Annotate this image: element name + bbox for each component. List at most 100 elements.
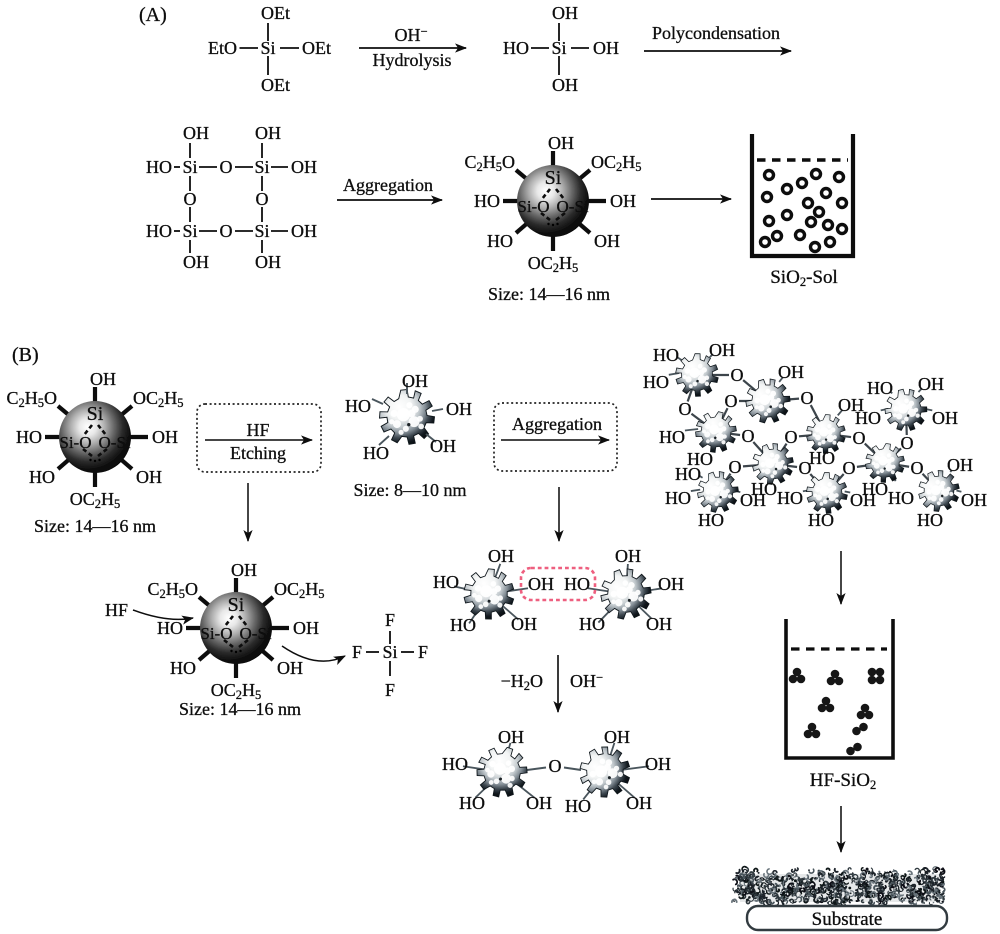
svg-text:OH: OH (136, 467, 162, 487)
svg-text:OH: OH (850, 490, 876, 510)
svg-text:OH: OH (838, 395, 864, 415)
svg-text:O: O (911, 458, 924, 478)
svg-text:HO: HO (643, 372, 669, 392)
svg-text:HO: HO (442, 754, 468, 774)
svg-text:HO: HO (659, 427, 685, 447)
svg-text:OH: OH (90, 369, 116, 389)
svg-text:OH: OH (932, 408, 958, 428)
svg-text:Substrate: Substrate (812, 909, 883, 930)
svg-text:OH: OH (918, 374, 944, 394)
svg-text:Size: 14—16 nm: Size: 14—16 nm (179, 699, 301, 719)
svg-text:HO: HO (888, 488, 914, 508)
svg-text:OH: OH (430, 436, 456, 456)
svg-text:HO: HO (867, 378, 893, 398)
svg-text:O: O (799, 458, 812, 478)
svg-text:OH: OH (548, 133, 574, 153)
svg-text:HO: HO (474, 191, 500, 211)
svg-text:HO: HO (809, 448, 835, 468)
svg-text:OH−: OH− (394, 25, 427, 46)
svg-text:Size: 14—16 nm: Size: 14—16 nm (488, 284, 610, 304)
svg-text:OH: OH (604, 727, 630, 747)
svg-text:Size: 8—10 nm: Size: 8—10 nm (354, 480, 467, 500)
svg-text:HO: HO (862, 479, 888, 499)
svg-text:HO: HO (675, 464, 701, 484)
svg-text:O: O (853, 428, 866, 448)
svg-text:C2​H5​O: C2​H5​O (6, 388, 57, 410)
svg-text:OH: OH (658, 574, 684, 594)
svg-text:OC2​H5​: OC2​H5​ (70, 489, 121, 511)
svg-text:HO: HO (450, 615, 476, 635)
svg-text:C2​H5​O: C2​H5​O (464, 152, 515, 174)
svg-text:OH: OH (528, 574, 554, 594)
svg-text:HO: HO (917, 510, 943, 530)
svg-text:O: O (220, 157, 233, 177)
svg-text:Si: Si (260, 38, 275, 58)
svg-text:Si: Si (551, 38, 566, 58)
svg-text:F: F (352, 642, 362, 662)
svg-text:HO: HO (808, 510, 834, 530)
svg-text:Si: Si (254, 221, 269, 241)
svg-text:HO: HO (433, 572, 459, 592)
svg-text:Si: Si (182, 157, 197, 177)
svg-text:SiO2​-Sol: SiO2​-Sol (770, 267, 838, 289)
svg-text:Aggregation: Aggregation (343, 175, 433, 195)
svg-text:OH: OH (488, 546, 514, 566)
svg-text:OC2​H5​: OC2​H5​ (591, 152, 642, 174)
svg-text:HO: HO (170, 658, 196, 678)
svg-text:O: O (184, 189, 197, 209)
svg-text:O: O (220, 221, 233, 241)
svg-text:O: O (785, 427, 798, 447)
svg-text:OH−: OH− (570, 671, 603, 692)
svg-text:OH: OH (183, 252, 209, 272)
svg-text:HF-SiO2​: HF-SiO2​ (810, 770, 876, 792)
svg-text:Aggregation: Aggregation (512, 414, 602, 434)
svg-text:HO: HO (751, 479, 777, 499)
svg-text:OH: OH (255, 252, 281, 272)
svg-text:OEt: OEt (302, 38, 331, 58)
svg-text:HO: HO (487, 231, 513, 251)
svg-text:OH: OH (552, 3, 578, 23)
svg-text:OH: OH (526, 793, 552, 813)
svg-text:OH: OH (552, 75, 578, 95)
svg-text:HO: HO (29, 467, 55, 487)
svg-text:EtO: EtO (208, 38, 237, 58)
svg-text:OH: OH (709, 340, 735, 360)
svg-text:OH: OH (511, 614, 537, 634)
svg-text:OH: OH (255, 123, 281, 143)
svg-text:OH: OH (593, 38, 619, 58)
svg-text:OH: OH (231, 560, 257, 580)
svg-text:−H2​O: −H2​O (501, 671, 543, 693)
svg-text:HO: HO (363, 443, 389, 463)
svg-text:F: F (418, 642, 428, 662)
svg-text:F: F (385, 610, 395, 630)
svg-text:F: F (385, 680, 395, 700)
svg-text:O: O (729, 457, 742, 477)
svg-text:OH: OH (961, 490, 987, 510)
svg-text:OEt: OEt (261, 75, 290, 95)
svg-text:HO: HO (16, 427, 42, 447)
svg-text:HO: HO (653, 345, 679, 365)
svg-text:(B): (B) (12, 344, 39, 366)
svg-text:OH: OH (293, 618, 319, 638)
svg-text:OH: OH (291, 157, 317, 177)
svg-text:HO: HO (777, 488, 803, 508)
svg-text:HO: HO (146, 221, 172, 241)
svg-text:Si: Si (182, 221, 197, 241)
svg-text:OH: OH (277, 658, 303, 678)
svg-text:HO: HO (565, 796, 591, 816)
svg-text:OH: OH (610, 191, 636, 211)
svg-text:HF: HF (105, 600, 128, 620)
svg-text:O: O (549, 756, 562, 776)
svg-text:HO: HO (503, 38, 529, 58)
svg-text:OC2​H5​: OC2​H5​ (211, 680, 262, 702)
svg-text:OC2​H5​: OC2​H5​ (528, 253, 579, 275)
svg-text:HO: HO (146, 157, 172, 177)
svg-text:O: O (742, 426, 755, 446)
svg-text:HO: HO (157, 618, 183, 638)
svg-text:OH: OH (740, 490, 766, 510)
svg-text:OH: OH (183, 123, 209, 143)
svg-text:OH: OH (645, 754, 671, 774)
svg-text:HO: HO (345, 396, 371, 416)
svg-text:O: O (901, 433, 914, 453)
svg-text:OH: OH (446, 399, 472, 419)
